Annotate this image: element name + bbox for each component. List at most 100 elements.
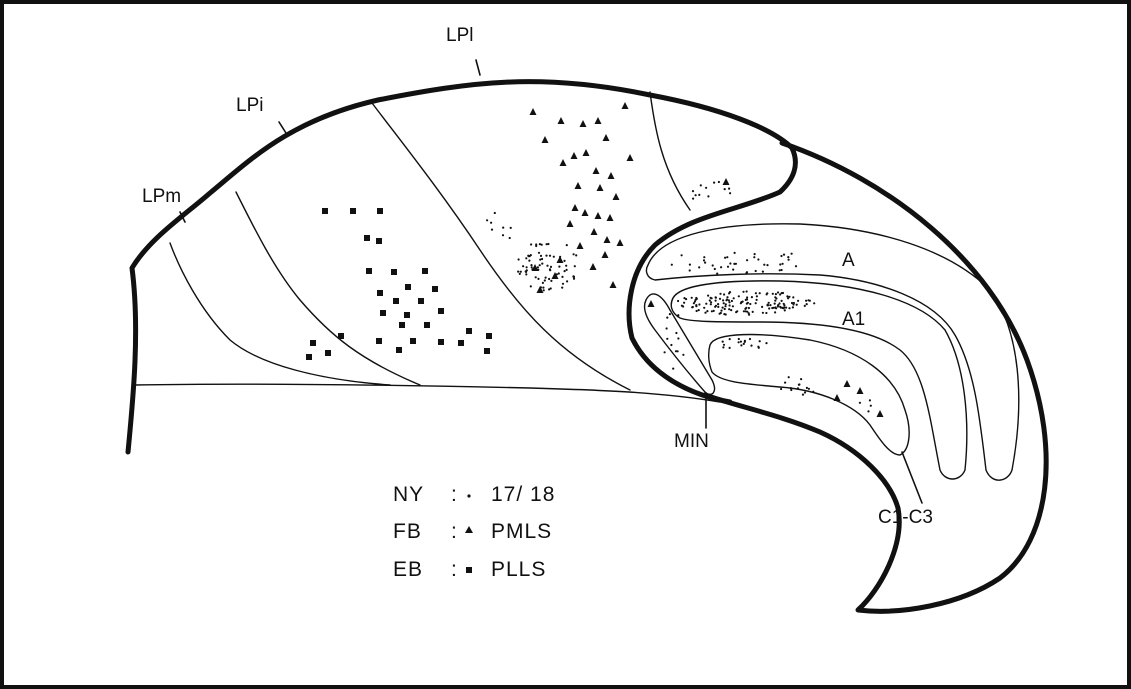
eb-cell-square (404, 312, 410, 318)
ny-cell-dot (520, 271, 522, 273)
min-outline (644, 294, 714, 394)
ny-cell-dot (805, 300, 807, 302)
ny-cell-dot (765, 312, 767, 314)
fb-cell-triangle (613, 193, 620, 200)
fb-cell-triangle (834, 394, 841, 401)
ny-cell-dot (749, 303, 751, 305)
ny-cell-dot (726, 299, 728, 301)
ny-cell-dot (755, 270, 757, 272)
ny-cell-dot (731, 300, 733, 302)
ny-cell-dot (531, 266, 533, 268)
fb-cell-triangle (552, 272, 559, 279)
ny-cell-dot (729, 347, 731, 349)
ny-cell-dot (775, 293, 777, 295)
ny-cell-dot (806, 303, 808, 305)
ny-cell-dot (543, 289, 545, 291)
ny-cell-dot (784, 382, 786, 384)
eb-cell-square (458, 340, 464, 346)
ny-cell-dot (546, 265, 548, 267)
ny-cell-dot (559, 256, 561, 258)
ny-cell-dot (769, 304, 771, 306)
fb-cell-triangle (590, 263, 597, 270)
eb-cell-square (380, 310, 386, 316)
ny-cell-dot (565, 265, 567, 267)
ny-cell-dot (804, 391, 806, 393)
ny-cell-dot (542, 282, 544, 284)
ny-cell-dot (558, 272, 560, 274)
ny-cell-dot (744, 341, 746, 343)
fb-cell-triangle (602, 251, 609, 258)
ny-cell-dot (550, 266, 552, 268)
ny-cell-dot (705, 187, 707, 189)
eb-cell-square (338, 333, 344, 339)
fb-cell-triangle (558, 117, 565, 124)
ny-cell-dot (566, 269, 568, 271)
ny-cell-dot (573, 275, 575, 277)
ny-cell-dot (535, 243, 537, 245)
ny-cell-dot (541, 244, 543, 246)
ny-cell-dot (729, 304, 731, 306)
ny-cell-dot (746, 298, 748, 300)
lpl-label: LPl (446, 25, 473, 46)
ny-cell-dot (725, 303, 727, 305)
ny-cell-dot (774, 300, 776, 302)
legend-tracer-eb: EB (393, 558, 423, 581)
ny-cell-dot (724, 257, 726, 259)
ny-cell-dot (796, 304, 798, 306)
ny-cell-dot (719, 293, 721, 295)
ny-cell-dot (718, 181, 720, 183)
ny-cell-dot (549, 255, 551, 257)
ny-cell-dot (691, 297, 693, 299)
ny-cell-dot (728, 308, 730, 310)
lp-outline (128, 82, 795, 452)
ny-cell-dot (522, 265, 524, 267)
ny-cell-dot (714, 268, 716, 270)
ny-cell-dot (728, 301, 730, 303)
ny-cell-dot (548, 278, 550, 280)
ny-cell-dot (736, 310, 738, 312)
ny-cell-dot (542, 287, 544, 289)
ny-cell-dot (791, 253, 793, 255)
ny-cell-dot (738, 341, 740, 343)
ny-cell-dot (738, 338, 740, 340)
ny-cell-dot (703, 259, 705, 261)
ny-cell-dot (784, 309, 786, 311)
ny-cell-dot (727, 266, 729, 268)
ny-cell-dot (502, 227, 504, 229)
c1-c3-label: C1-C3 (878, 507, 933, 528)
eb-cell-square (410, 338, 416, 344)
ny-cell-dot (525, 257, 527, 259)
ny-cell-dot (724, 188, 726, 190)
eb-cell-square (393, 298, 399, 304)
fb-cell-triangle (844, 380, 851, 387)
ny-cell-dot (715, 296, 717, 298)
layer-a1-label: A1 (842, 309, 865, 330)
ny-cell-dot (509, 237, 511, 239)
ny-cell-dot (573, 253, 575, 255)
fb-cell-triangle (607, 214, 614, 221)
ny-cell-dot (491, 229, 493, 231)
ny-cell-dot (781, 300, 783, 302)
legend-separator-fb: : (451, 520, 458, 543)
ny-cell-dot (700, 184, 702, 186)
eb-cell-square (422, 268, 428, 274)
fb-cell-triangle (571, 152, 578, 159)
ny-cell-dot (733, 297, 735, 299)
ny-cell-dot (726, 256, 728, 258)
ny-cell-dot (538, 252, 540, 254)
ny-cell-dot (781, 269, 783, 271)
lpi-leader (279, 122, 286, 133)
ny-cell-dot (780, 388, 782, 390)
ny-cell-dot (812, 391, 814, 393)
ny-cell-dot (781, 292, 783, 294)
eb-cell-square (306, 354, 312, 360)
eb-cell-square (432, 286, 438, 292)
ny-cell-dot (797, 387, 799, 389)
eb-cell-square (350, 208, 356, 214)
eb-cell-square (364, 235, 370, 241)
eb-cell-square (438, 308, 444, 314)
legend-area-eb: PLLS (491, 558, 546, 581)
eb-cell-square (376, 338, 382, 344)
ny-cell-dot (780, 255, 782, 257)
